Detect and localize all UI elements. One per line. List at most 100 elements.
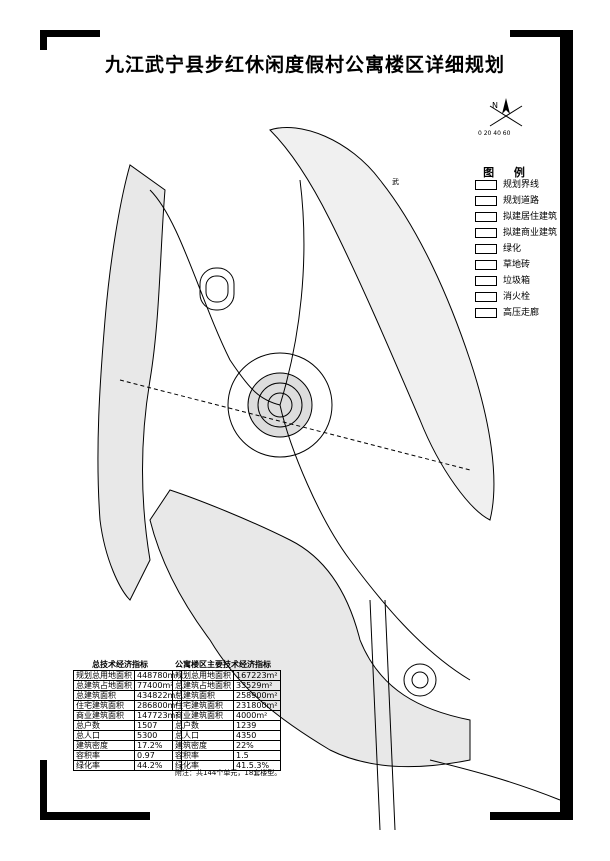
legend-item-label: 垃圾箱 [503,276,531,286]
table-cell-label: 商业建筑面积 [172,710,234,721]
sports-field [199,267,235,311]
north-south-axis [369,599,381,831]
frame-right-bar [560,30,573,820]
planned-road-icon [475,196,497,206]
trash-bin-icon [475,276,497,286]
table-cell-value: 4000m² [233,710,281,721]
table-cell-label: 住宅建筑面积 [172,700,234,711]
north-label: N [492,101,498,110]
table-cell-label: 总建筑面积 [73,690,135,701]
legend-item: 垃圾箱 [475,274,565,288]
high-voltage-line [119,379,471,471]
table-cell-value: 258900m² [233,690,281,701]
legend-title: 图 例 [483,166,533,179]
legend-item: 消火栓 [475,290,565,304]
table-cell-value: 41.5.3% [233,760,281,771]
table-cell-label: 建筑密度 [73,740,135,751]
commercial-building-icon [475,228,497,238]
fire-hydrant-icon [475,292,497,302]
table-cell-label: 容积率 [172,750,234,761]
table-cell-label: 绿化率 [172,760,234,771]
table-cell-label: 总建筑占地面积 [73,680,135,691]
table-cell-value: 4350 [233,730,281,741]
table1-caption: 总技术经济指标 [92,660,148,669]
frame-top-right [510,30,572,37]
table-cell-label: 住宅建筑面积 [73,700,135,711]
legend-item: 拟建居住建筑 [475,210,565,224]
boundary-line-icon [475,180,497,190]
legend-item-label: 拟建居住建筑 [503,212,558,222]
legend-item-label: 拟建商业建筑 [503,228,558,238]
frame-top-left [40,30,100,37]
legend-item: 草地砖 [475,258,565,272]
legend-item-label: 高压走廊 [503,308,540,318]
legend-item: 绿化 [475,242,565,256]
table-cell-value: 1.5 [233,750,281,761]
map-label: 武 [392,177,399,186]
table-cell-label: 总户数 [172,720,234,731]
legend-item: 拟建商业建筑 [475,226,565,240]
table-cell-value: 167223m² [233,670,281,681]
table-cell-value: 1239 [233,720,281,731]
scale-bar: 0 20 40 60 [478,130,511,137]
table-cell-label: 总户数 [73,720,135,731]
greenery-icon [475,244,497,254]
table-cell-label: 建筑密度 [172,740,234,751]
table-cell-label: 总人口 [73,730,135,741]
table-cell-value: 22% [233,740,281,751]
high-voltage-corridor-icon [475,308,497,318]
legend-item-label: 绿化 [503,244,522,254]
east-villa-zone [269,126,495,521]
main-road-west [149,189,281,406]
legend-item: 规划道路 [475,194,565,208]
south-residential-zone [149,489,471,768]
grass-brick-icon [475,260,497,270]
table-cell-value: 33529m² [233,680,281,691]
table2-note: 附注：共144个单元，18套楼型。 [175,769,282,777]
table2-caption: 公寓楼区主要技术经济指标 [175,660,271,669]
table-cell-label: 总人口 [172,730,234,741]
main-road-south [279,404,471,681]
north-arrow-icon: N [486,96,526,136]
table-cell-label: 绿化率 [73,760,135,771]
frame-left-bar [40,760,47,818]
sheet-title: 九江武宁县步红休闲度假村公寓楼区详细规划 [104,54,505,76]
legend-item-label: 规划界线 [503,180,540,190]
legend-item-label: 草地砖 [503,260,531,270]
legend-item-label: 规划道路 [503,196,540,206]
main-road-north [279,179,305,406]
river-bank [429,759,561,801]
table-cell-label: 总建筑面积 [172,690,234,701]
table-cell-label: 规划总用地面积 [172,670,234,681]
legend-item: 高压走廊 [475,306,565,320]
table-cell-label: 容积率 [73,750,135,761]
table-cell-label: 总建筑占地面积 [172,680,234,691]
table-cell-label: 规划总用地面积 [73,670,135,681]
table-cell-value: 231800m² [233,700,281,711]
west-residential-zone [97,164,166,601]
legend-item-label: 消火栓 [503,292,531,302]
southeast-plaza [403,663,437,697]
residential-building-icon [475,212,497,222]
